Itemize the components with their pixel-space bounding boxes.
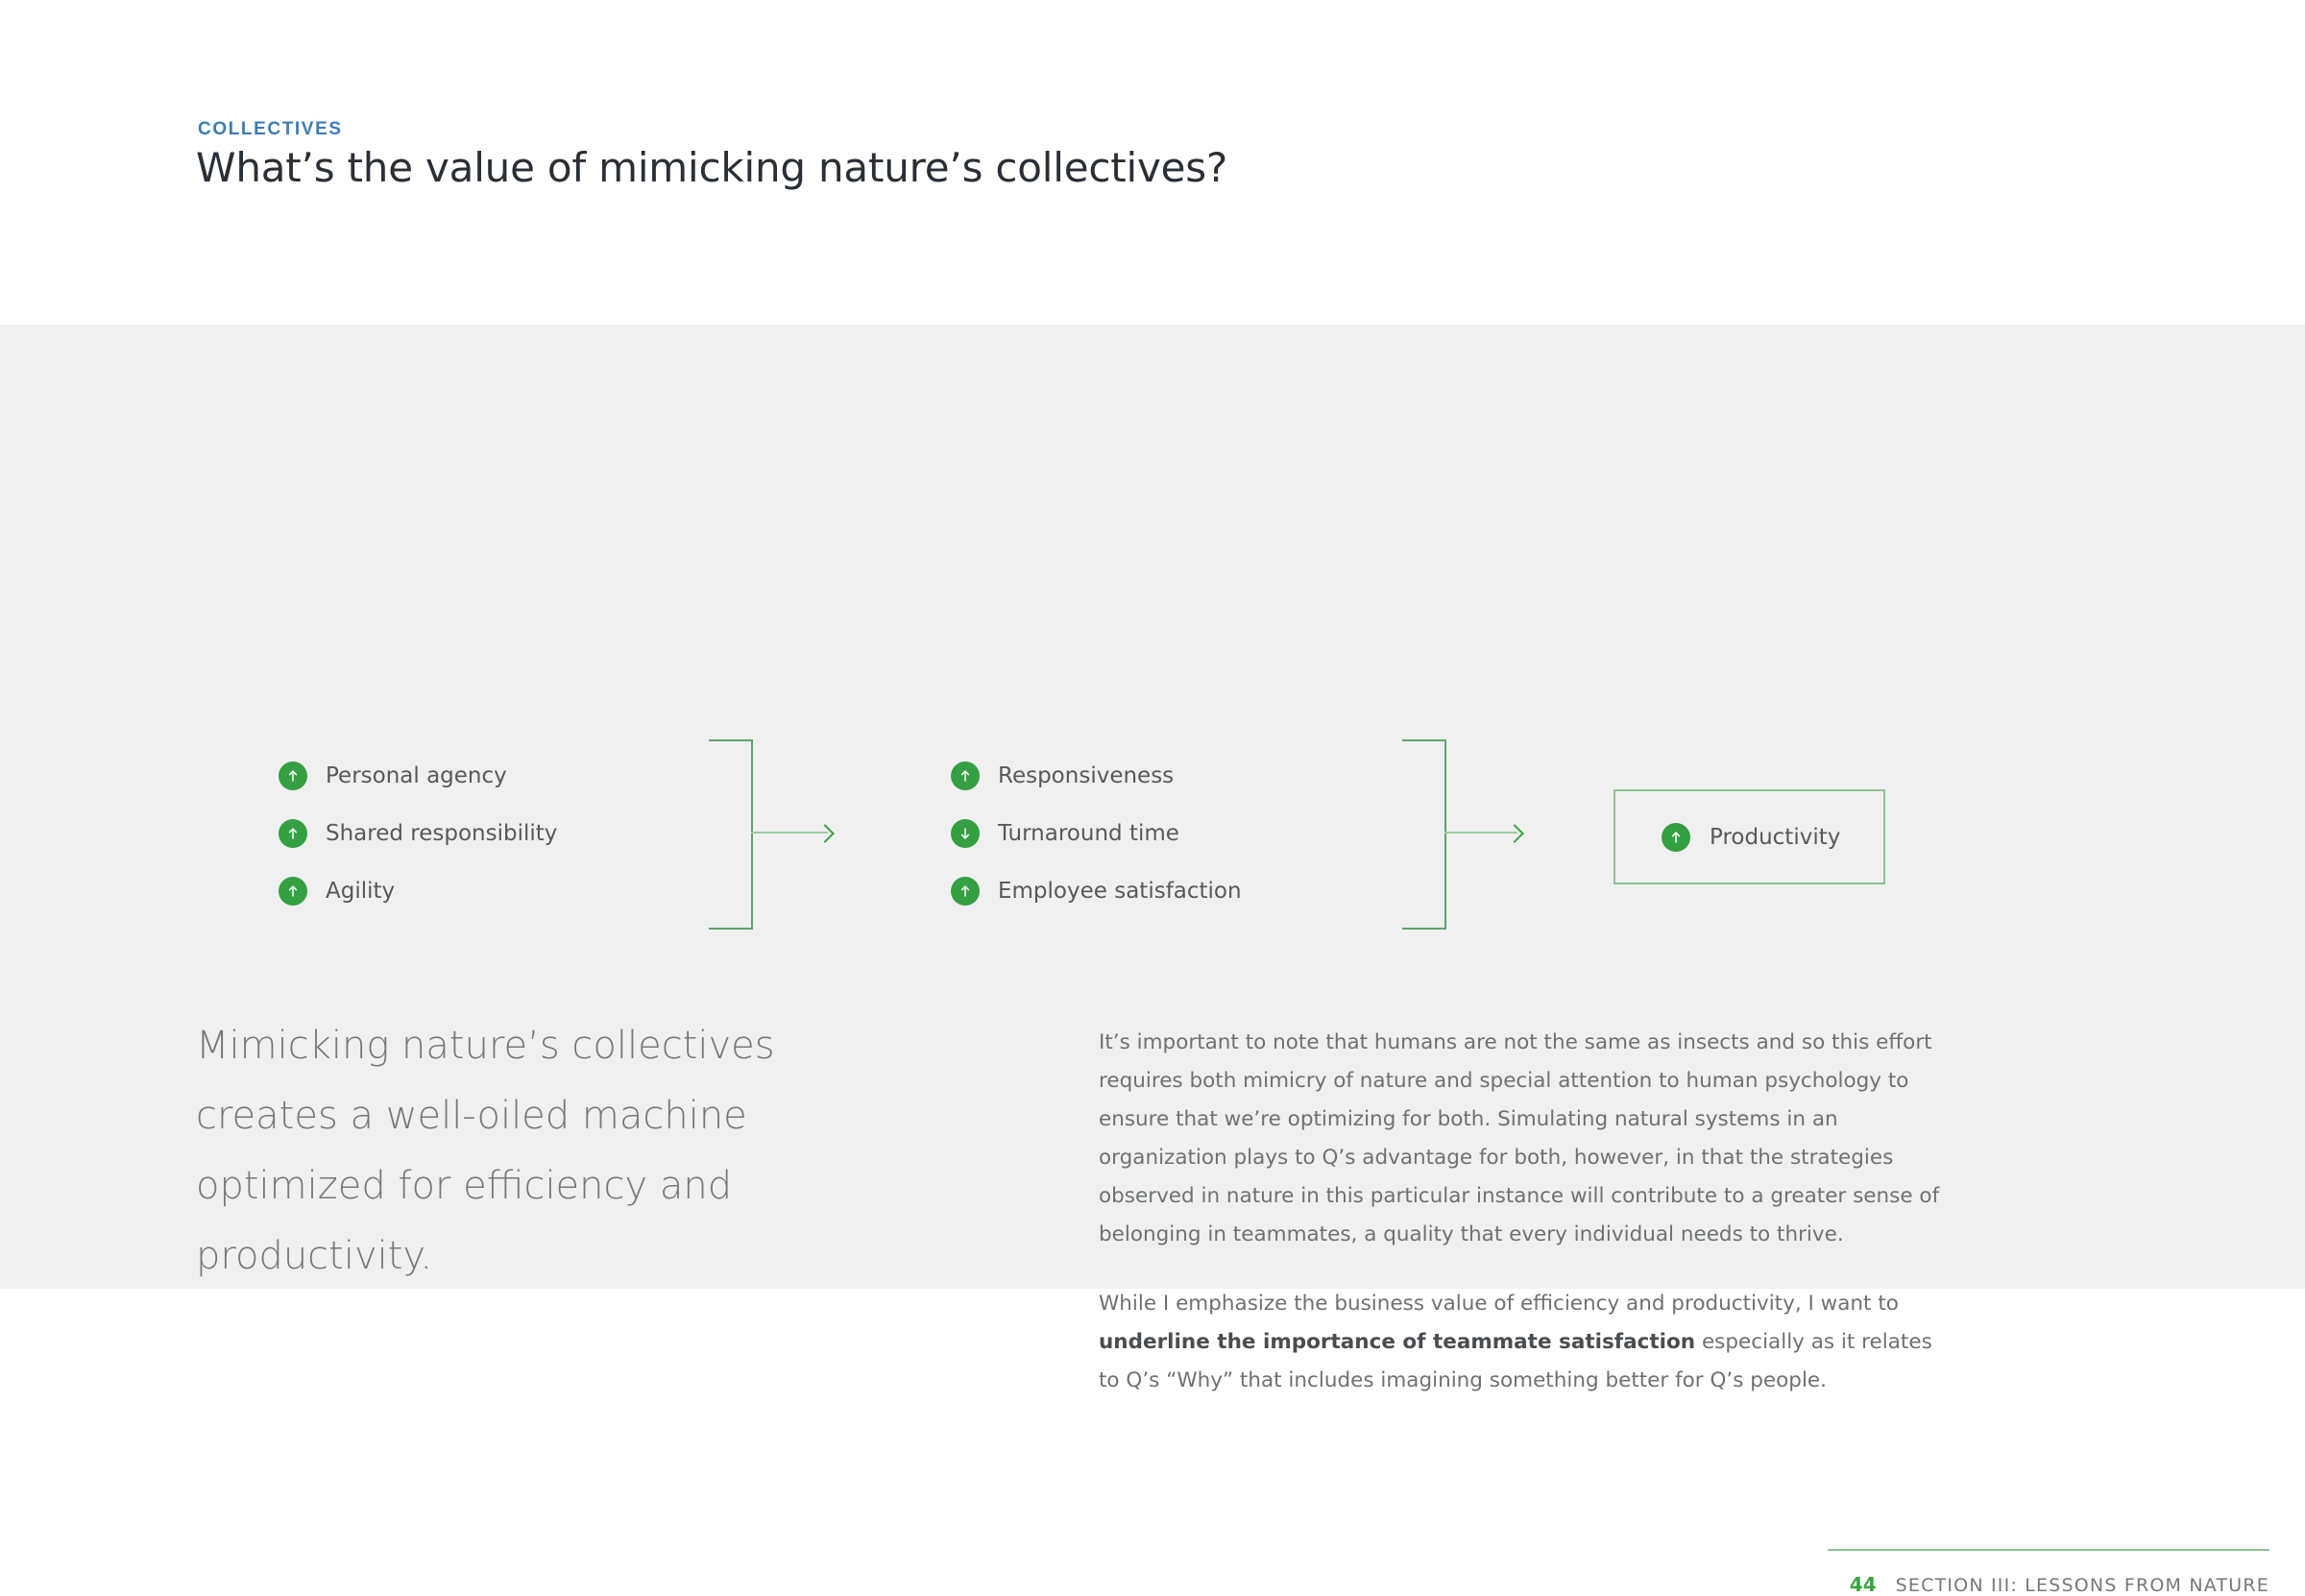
connector-line bbox=[1444, 832, 1517, 834]
metric-label: Agility bbox=[326, 879, 396, 904]
arrow-up-icon bbox=[951, 762, 980, 790]
metric-row: Employee satisfaction bbox=[951, 862, 1242, 920]
metric-row: Shared responsibility bbox=[279, 805, 557, 862]
arrow-up-icon bbox=[279, 762, 307, 790]
body-copy: It’s important to note that humans are n… bbox=[1099, 1024, 1953, 1400]
bracket-enablers bbox=[709, 739, 753, 930]
metric-row: Turnaround time bbox=[951, 805, 1242, 862]
paragraph-2-emphasis: underline the importance of teammate sat… bbox=[1099, 1330, 1696, 1354]
metric-row: Responsiveness bbox=[951, 747, 1242, 805]
paragraph-2-lead: While I emphasize the business value of … bbox=[1099, 1292, 1899, 1316]
metric-row: Agility bbox=[279, 862, 557, 920]
arrow-up-icon bbox=[1662, 822, 1690, 852]
page-number: 44 bbox=[1849, 1573, 1877, 1596]
paragraph-2: While I emphasize the business value of … bbox=[1099, 1285, 1953, 1400]
arrow-up-icon bbox=[279, 819, 307, 848]
arrow-up-icon bbox=[951, 877, 980, 906]
paragraph-1: It’s important to note that humans are n… bbox=[1099, 1030, 1940, 1246]
arrow-right-icon bbox=[815, 824, 835, 843]
arrow-right-icon bbox=[1505, 824, 1524, 843]
page-title: What’s the value of mimicking nature’s c… bbox=[196, 144, 1228, 191]
connector-line bbox=[751, 832, 828, 834]
arrow-up-icon bbox=[279, 877, 307, 906]
metric-group-outcomes: Responsiveness Turnaround time Employee … bbox=[951, 747, 1242, 920]
metric-label: Shared responsibility bbox=[326, 821, 558, 846]
content-band: Personal agency Shared responsibility Ag… bbox=[0, 325, 2305, 1596]
header-band: COLLECTIVES What’s the value of mimickin… bbox=[0, 0, 2305, 325]
metric-label: Turnaround time bbox=[998, 821, 1179, 846]
result-box-productivity: Productivity bbox=[1614, 789, 1885, 884]
footer-divider bbox=[1828, 1549, 2269, 1551]
section-label: SECTION III: LESSONS FROM NATURE bbox=[1895, 1575, 2269, 1596]
bracket-outcomes bbox=[1402, 739, 1446, 930]
metric-label: Employee satisfaction bbox=[998, 879, 1242, 904]
metric-row: Personal agency bbox=[279, 747, 557, 805]
metric-label: Responsiveness bbox=[998, 763, 1175, 788]
metric-label: Personal agency bbox=[326, 763, 507, 788]
eyebrow-label: COLLECTIVES bbox=[198, 119, 343, 139]
arrow-down-icon bbox=[951, 819, 980, 848]
value-flow-diagram: Personal agency Shared responsibility Ag… bbox=[0, 325, 2305, 930]
lead-statement: Mimicking nature’s collectives creates a… bbox=[196, 1024, 775, 1278]
metric-group-enablers: Personal agency Shared responsibility Ag… bbox=[279, 747, 557, 920]
footer: 44 SECTION III: LESSONS FROM NATURE bbox=[1850, 1573, 2269, 1596]
result-label: Productivity bbox=[1710, 824, 1841, 850]
